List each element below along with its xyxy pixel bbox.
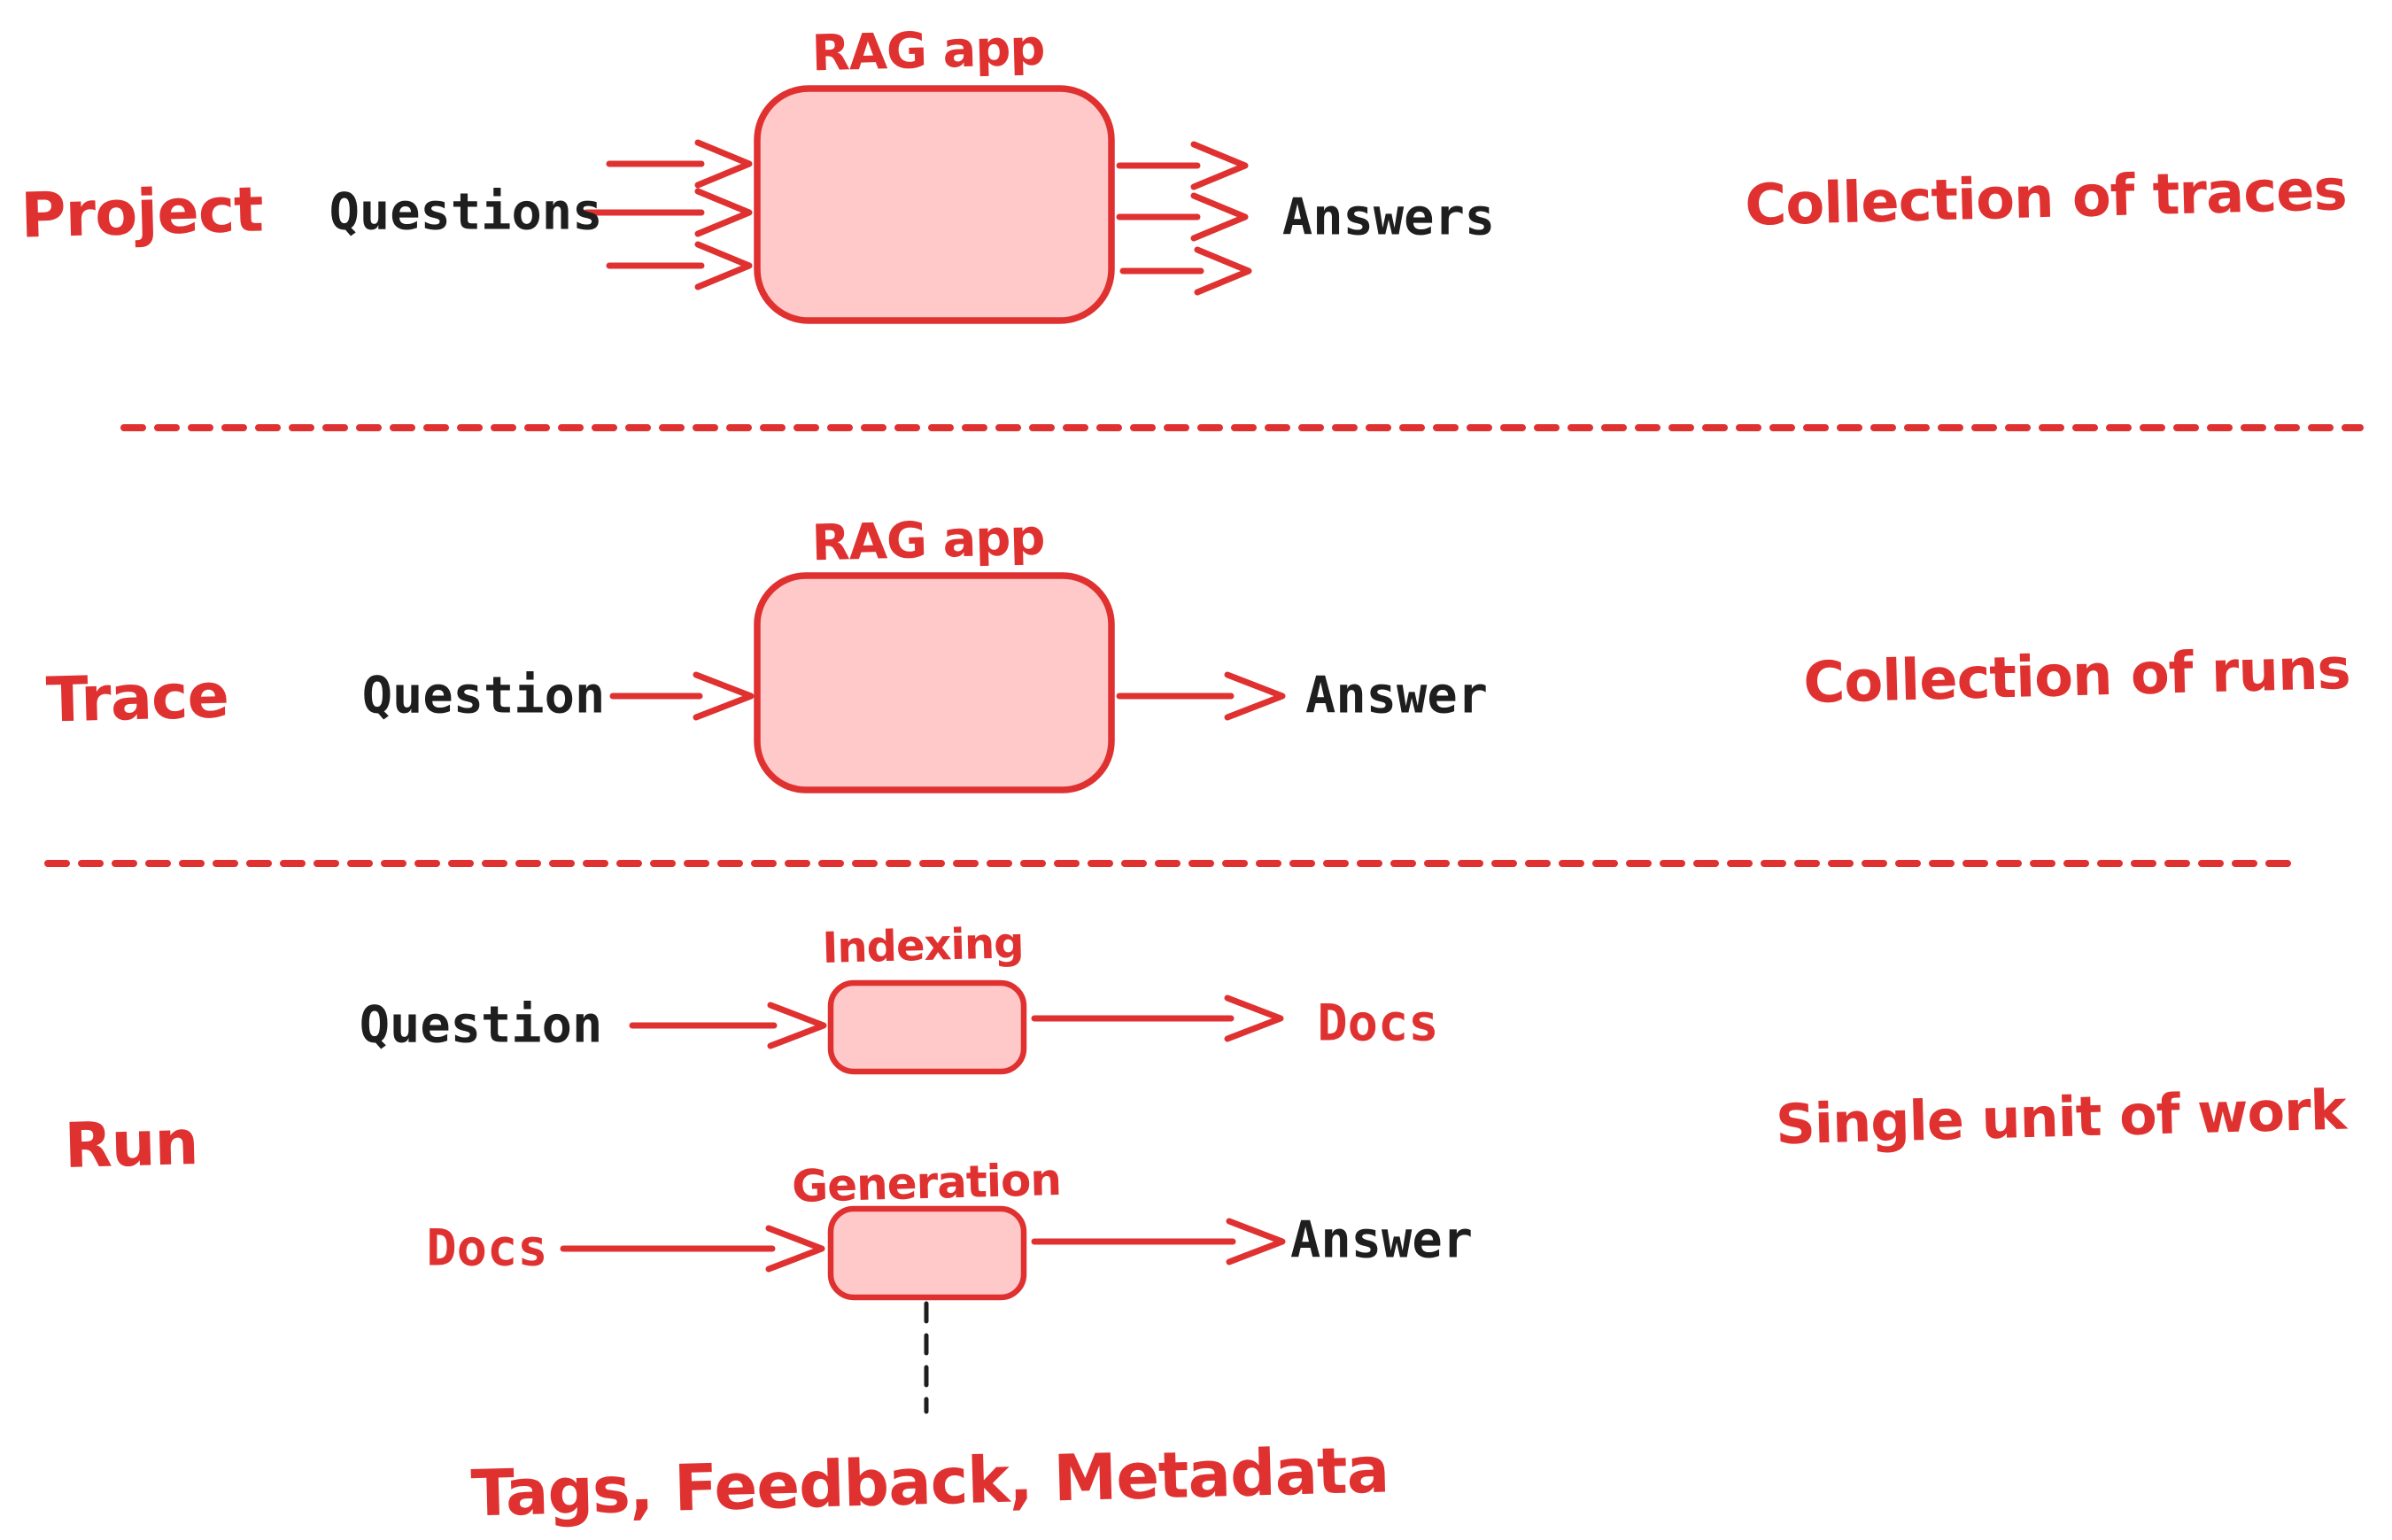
indexing-box: [827, 979, 1027, 1075]
run-section-label: Run: [63, 1106, 199, 1182]
trace-description: Collection of runs: [1802, 636, 2351, 717]
trace-section-label: Trace: [45, 659, 229, 737]
trace-input-arrow: [609, 671, 755, 721]
trace-box-title: RAG app: [810, 508, 1046, 573]
project-description: Collection of traces: [1744, 158, 2348, 239]
run-description: Single unit of work: [1775, 1077, 2347, 1157]
generation-output-label: Answer: [1290, 1211, 1473, 1270]
project-output-arrows: [1116, 141, 1252, 296]
trace-output-label: Answer: [1305, 666, 1488, 725]
trace-output-arrow: [1116, 671, 1286, 721]
rag-app-box-project: [754, 85, 1115, 324]
indexing-output-label: Docs: [1317, 994, 1439, 1053]
indexing-output-arrow: [1031, 994, 1284, 1042]
rag-app-box-trace: [754, 572, 1115, 793]
indexing-input-arrow: [629, 1002, 827, 1049]
project-input-arrows: [583, 139, 753, 290]
project-output-label: Answers: [1281, 188, 1496, 247]
generation-input-label: Docs: [426, 1219, 548, 1278]
generation-box: [827, 1205, 1027, 1301]
generation-output-arrow: [1031, 1218, 1286, 1265]
project-section-label: Project: [19, 173, 264, 252]
indexing-box-title: Indexing: [821, 918, 1025, 973]
project-input-label: Questions: [329, 182, 603, 242]
indexing-input-label: Question: [359, 995, 603, 1055]
generation-input-arrow: [560, 1225, 825, 1273]
generation-box-title: Generation: [791, 1154, 1062, 1212]
project-box-title: RAG app: [810, 19, 1046, 83]
trace-input-label: Question: [361, 666, 606, 725]
